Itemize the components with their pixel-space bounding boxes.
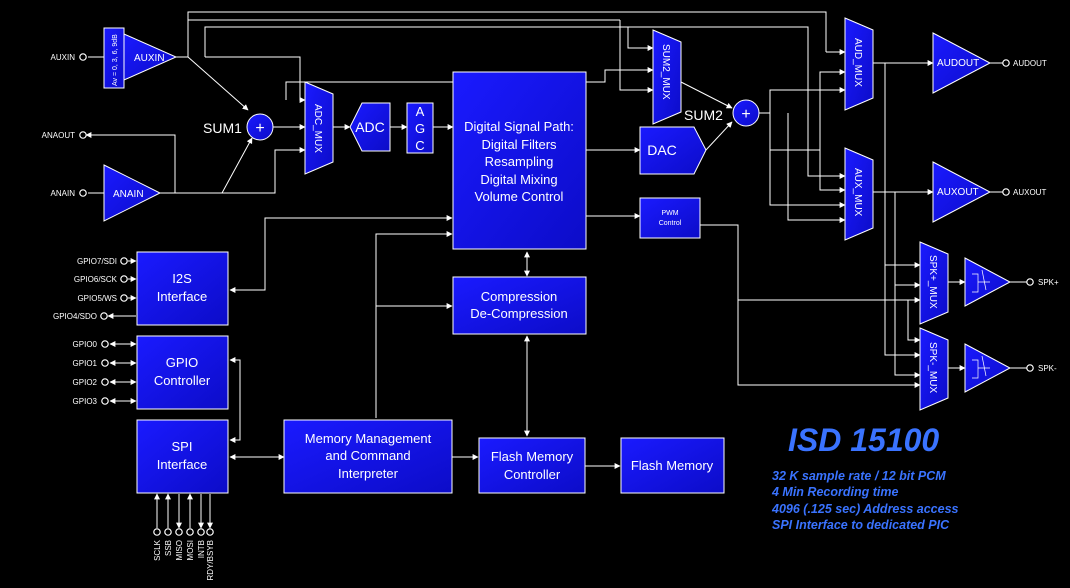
pin-label-auxout: AUXOUT: [1013, 188, 1046, 197]
pin-label-intb: INTB: [197, 540, 206, 558]
pin-label-gpio3: GPIO3: [73, 397, 98, 406]
pin-label-spk-minus: SPK-: [1038, 364, 1057, 373]
svg-text:De-Compression: De-Compression: [470, 306, 568, 321]
svg-text:Digital Mixing: Digital Mixing: [480, 172, 557, 187]
amp-spk-plus: [964, 257, 1012, 307]
block-pwm: PWM Control: [639, 197, 701, 239]
block-flash-controller: Flash Memory Controller: [478, 437, 586, 494]
pin-label-gpio4: GPIO4/SDO: [53, 312, 97, 321]
summer-sum2-label: SUM2: [684, 107, 723, 123]
spec-line: 4096 (.125 sec) Address access: [772, 501, 959, 516]
pin-label-gpio2: GPIO2: [73, 378, 98, 387]
svg-text:ADC: ADC: [355, 119, 385, 135]
svg-text:SUM2_MUX: SUM2_MUX: [660, 44, 671, 100]
chip-title: ISD 15100: [788, 422, 940, 458]
svg-text:Flash Memory: Flash Memory: [491, 449, 574, 464]
svg-text:+: +: [741, 106, 750, 123]
mux-aux: AUX_MUX: [844, 147, 874, 241]
svg-text:I2S: I2S: [172, 271, 192, 286]
mux-spk-plus: SPK+_MUX: [919, 241, 949, 325]
svg-text:and Command: and Command: [325, 448, 410, 463]
spec-list: 32 K sample rate / 12 bit PCM 4 Min Reco…: [772, 468, 958, 533]
spec-line: 4 Min Recording time: [772, 485, 899, 500]
summer-sum1: + SUM1: [203, 113, 274, 141]
svg-text:AUX_MUX: AUX_MUX: [852, 168, 863, 217]
svg-text:Interface: Interface: [157, 289, 208, 304]
pin-label-gpio0: GPIO0: [73, 340, 98, 349]
amp-audout-label: AUDOUT: [937, 58, 979, 69]
amp-anain: ANAIN: [103, 164, 162, 222]
svg-text:DAC: DAC: [647, 142, 677, 158]
svg-text:Digital Signal Path:: Digital Signal Path:: [464, 119, 574, 134]
mux-adc: ADC_MUX: [304, 81, 334, 175]
pin-label-gpio7: GPIO7/SDI: [77, 257, 117, 266]
svg-text:GPIO: GPIO: [166, 355, 199, 370]
svg-text:Resampling: Resampling: [485, 154, 554, 169]
amp-anain-label: ANAIN: [113, 189, 144, 200]
svg-text:Compression: Compression: [481, 289, 558, 304]
pin-label-sclk: SCLK: [153, 539, 162, 561]
amp-auxout-label: AUXOUT: [937, 187, 979, 198]
pin-label-gpio6: GPIO6/SCK: [74, 275, 118, 284]
pin-label-mosi: MOSI: [186, 540, 195, 560]
svg-text:Flash Memory: Flash Memory: [631, 458, 714, 473]
block-dsp: Digital Signal Path: Digital Filters Res…: [452, 71, 587, 250]
svg-text:Memory Management: Memory Management: [305, 431, 432, 446]
pin-label-spk-plus: SPK+: [1038, 278, 1059, 287]
pin-label-audout: AUDOUT: [1013, 59, 1047, 68]
block-memory-management: Memory Management and Command Interprete…: [283, 419, 453, 494]
amp-auxin-label: AUXIN: [134, 53, 165, 64]
block-spi: SPI Interface: [136, 419, 229, 494]
svg-text:A: A: [416, 104, 425, 119]
amp-auxin-gain: Av = 0, 3, 6, 9dB: [112, 34, 119, 86]
block-i2s: I2S Interface: [136, 251, 229, 326]
svg-text:G: G: [415, 121, 425, 136]
wires: [85, 11, 1027, 529]
pin-label-auxin: AUXIN: [51, 53, 76, 62]
spec-line: SPI Interface to dedicated PIC: [772, 517, 950, 532]
spec-line: 32 K sample rate / 12 bit PCM: [772, 469, 946, 483]
svg-text:C: C: [415, 138, 424, 153]
pin-label-anaout: ANAOUT: [42, 131, 75, 140]
pin-label-anain: ANAIN: [51, 189, 76, 198]
mux-sum2: SUM2_MUX: [652, 29, 682, 125]
summer-sum1-label: SUM1: [203, 120, 242, 136]
block-compression: Compression De-Compression: [452, 276, 587, 335]
pin-label-miso: MISO: [175, 540, 184, 560]
svg-text:SPI: SPI: [172, 439, 193, 454]
amp-audout: AUDOUT: [932, 32, 992, 94]
summer-sum2: + SUM2: [684, 99, 760, 127]
amp-spk-minus: [964, 343, 1012, 393]
svg-text:Interpreter: Interpreter: [338, 466, 399, 481]
svg-text:+: +: [255, 120, 264, 137]
pin-circles: [79, 53, 1034, 536]
block-agc: A G C: [406, 102, 434, 154]
svg-text:PWM: PWM: [661, 210, 678, 217]
mux-spk-minus: SPK-_MUX: [919, 327, 949, 411]
block-gpio: GPIO Controller: [136, 335, 229, 410]
amp-auxin: Av = 0, 3, 6, 9dB AUXIN: [103, 27, 178, 89]
pin-label-gpio1: GPIO1: [73, 359, 98, 368]
svg-text:SPK-_MUX: SPK-_MUX: [927, 342, 938, 393]
amp-auxout: AUXOUT: [932, 161, 992, 223]
svg-text:Controller: Controller: [154, 373, 211, 388]
svg-text:AUD_MUX: AUD_MUX: [852, 38, 863, 87]
svg-text:Controller: Controller: [504, 467, 561, 482]
svg-text:Control: Control: [659, 220, 682, 227]
svg-text:ADC_MUX: ADC_MUX: [312, 104, 323, 153]
block-dac: DAC: [639, 126, 707, 175]
block-flash-memory: Flash Memory: [620, 437, 725, 494]
svg-text:Digital Filters: Digital Filters: [481, 137, 557, 152]
svg-text:SPK+_MUX: SPK+_MUX: [927, 255, 938, 309]
pin-label-rdy-bsyb: RDY/BSYB: [206, 540, 215, 580]
svg-text:Interface: Interface: [157, 457, 208, 472]
pin-label-gpio5: GPIO5/WS: [77, 294, 117, 303]
mux-aud: AUD_MUX: [844, 17, 874, 111]
block-adc: ADC: [349, 102, 391, 152]
pin-label-ssb: SSB: [164, 540, 173, 556]
svg-text:Volume Control: Volume Control: [475, 189, 564, 204]
